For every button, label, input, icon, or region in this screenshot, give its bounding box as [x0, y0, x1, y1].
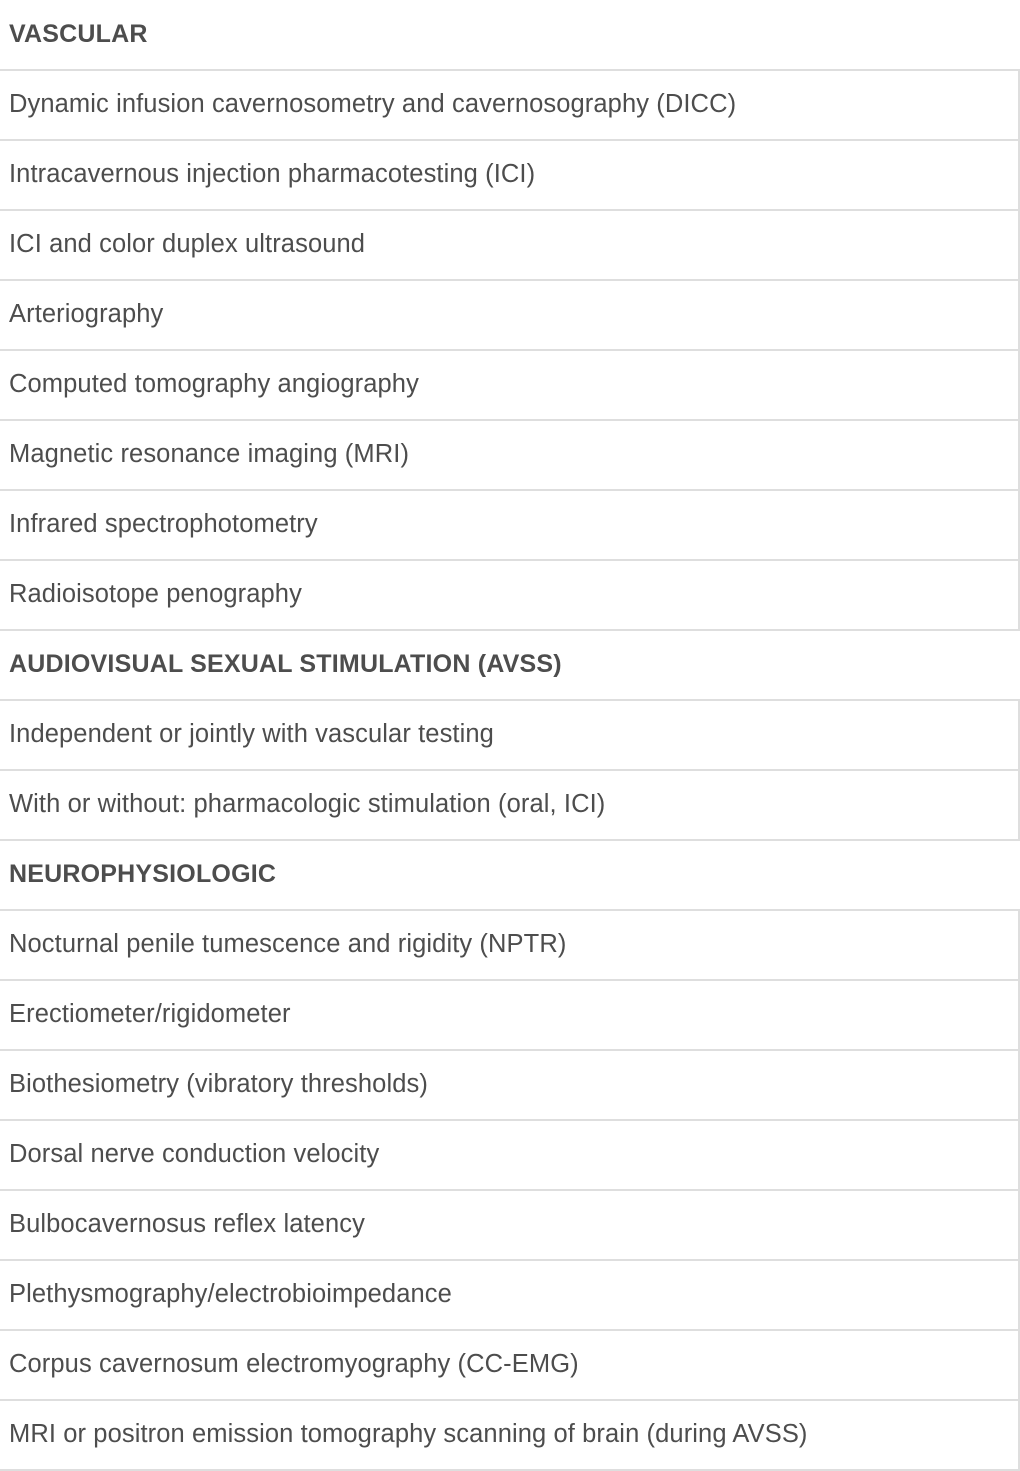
table-row: ICI and color duplex ultrasound — [0, 209, 1020, 280]
section-header-label: NEUROPHYSIOLOGIC — [0, 839, 1019, 910]
table-cell-label: MRI or positron emission tomography scan… — [0, 1399, 1020, 1471]
table-cell-label: Biothesiometry (vibratory thresholds) — [0, 1049, 1020, 1120]
table-row: Corpus cavernosum electromyography (CC-E… — [0, 1329, 1020, 1400]
table-row: Biothesiometry (vibratory thresholds) — [0, 1049, 1020, 1120]
table-cell-label: Plethysmography/electrobioimpedance — [0, 1259, 1020, 1330]
table-cell-label: Magnetic resonance imaging (MRI) — [0, 419, 1020, 490]
table-cell-label: Dorsal nerve conduction velocity — [0, 1119, 1020, 1190]
table-row: Computed tomography angiography — [0, 349, 1020, 420]
table-cell-label: Computed tomography angiography — [0, 349, 1020, 420]
table-row: Nocturnal penile tumescence and rigidity… — [0, 909, 1020, 980]
section-header-label: VASCULAR — [0, 0, 1019, 70]
table-row: Plethysmography/electrobioimpedance — [0, 1259, 1020, 1330]
table-row: Erectiometer/rigidometer — [0, 979, 1020, 1050]
table-cell-label: Erectiometer/rigidometer — [0, 979, 1020, 1050]
table-row: With or without: pharmacologic stimulati… — [0, 769, 1020, 840]
table-row: Independent or jointly with vascular tes… — [0, 699, 1020, 770]
table-cell-label: Intracavernous injection pharmacotesting… — [0, 139, 1020, 210]
table-cell-label: Dynamic infusion cavernosometry and cave… — [0, 69, 1020, 140]
table-row: Arteriography — [0, 279, 1020, 350]
section-header-row: VASCULAR — [0, 0, 1019, 70]
table-row: Magnetic resonance imaging (MRI) — [0, 419, 1020, 490]
table-row: Bulbocavernosus reflex latency — [0, 1189, 1020, 1260]
table-row: Radioisotope penography — [0, 559, 1020, 630]
table-row: MRI or positron emission tomography scan… — [0, 1399, 1020, 1471]
table-row: Infrared spectrophotometry — [0, 489, 1020, 560]
section-header-row: NEUROPHYSIOLOGIC — [0, 839, 1019, 910]
table-cell-label: With or without: pharmacologic stimulati… — [0, 769, 1020, 840]
table-cell-label: Corpus cavernosum electromyography (CC-E… — [0, 1329, 1020, 1400]
table-cell-label: Infrared spectrophotometry — [0, 489, 1020, 560]
table-cell-label: Arteriography — [0, 279, 1020, 350]
table-cell-label: Independent or jointly with vascular tes… — [0, 699, 1020, 770]
table-row: Dorsal nerve conduction velocity — [0, 1119, 1020, 1190]
table-cell-label: Bulbocavernosus reflex latency — [0, 1189, 1020, 1260]
section-header-row: AUDIOVISUAL SEXUAL STIMULATION (AVSS) — [0, 629, 1019, 700]
table-cell-label: Radioisotope penography — [0, 559, 1020, 630]
table-row: Intracavernous injection pharmacotesting… — [0, 139, 1020, 210]
table-cell-label: Nocturnal penile tumescence and rigidity… — [0, 909, 1020, 980]
section-header-label: AUDIOVISUAL SEXUAL STIMULATION (AVSS) — [0, 629, 1019, 700]
table-cell-label: ICI and color duplex ultrasound — [0, 209, 1020, 280]
table-row: Dynamic infusion cavernosometry and cave… — [0, 69, 1020, 140]
